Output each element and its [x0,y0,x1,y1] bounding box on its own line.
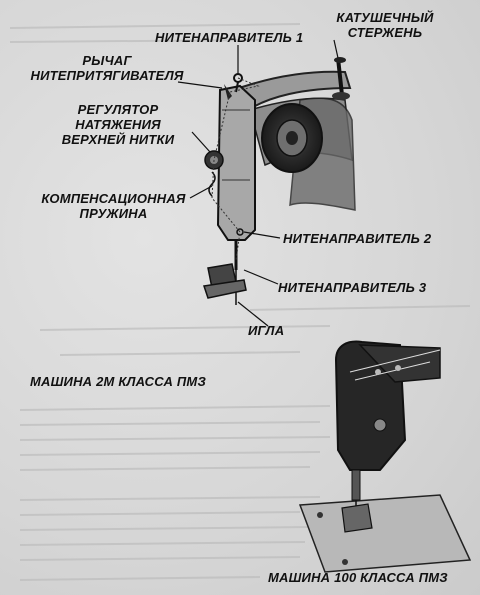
machine-2m-illustration [203,57,356,305]
caption-machine-100: МАШИНА 100 КЛАССА ПМЗ [268,570,448,585]
machine-100-illustration [298,340,472,573]
machine-100-plate [298,494,472,573]
takeup-lever-mark [224,84,232,100]
label-thread-guide-1: НИТЕНАПРАВИТЕЛЬ 1 [155,30,304,45]
compensation-spring-mark [208,171,216,197]
spool-pin [336,57,344,96]
label-thread-guide-2: НИТЕНАПРАВИТЕЛЬ 2 [283,231,432,246]
label-tension-regulator: РЕГУЛЯТОР НАТЯЖЕНИЯ ВЕРХНЕЙ НИТКИ [61,102,175,147]
leader-lines [177,39,339,327]
background-text-texture [9,23,471,581]
label-needle: ИГЛА [248,323,285,338]
machine-2m-arm [226,70,352,114]
label-compensation-spring: КОМПЕНСАЦИОННАЯ ПРУЖИНА [41,191,186,221]
label-spool-pin: КАТУШЕЧНЫЙ СТЕРЖЕНЬ [336,10,434,40]
label-takeup-lever: РЫЧАГ НИТЕПРИТЯГИВАТЕЛЯ [30,53,184,83]
label-thread-guide-3: НИТЕНАПРАВИТЕЛЬ 3 [278,280,427,295]
caption-machine-2m: МАШИНА 2М КЛАССА ПМЗ [30,374,207,389]
machine-2m-head [216,84,256,241]
